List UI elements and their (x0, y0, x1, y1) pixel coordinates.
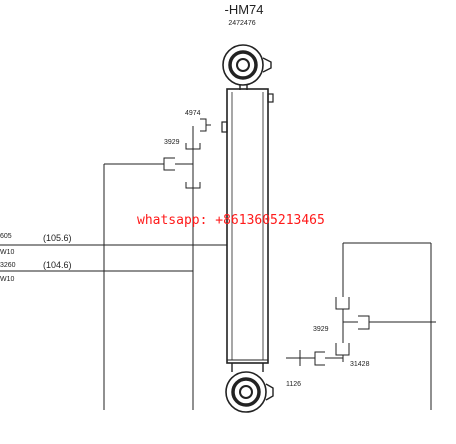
wire1-length: (105.6) (43, 233, 72, 243)
wire-set-left (0, 244, 227, 272)
left-connector-stack (103, 118, 211, 410)
bottom-eye-mount (225, 363, 274, 413)
connector-label-top: 4974 (185, 110, 201, 117)
connector-label-right-lower: 31428 (350, 361, 370, 368)
ground-label: 1126 (286, 381, 301, 388)
right-connector-stack (286, 242, 436, 410)
watermark-text: whatsapp: +8613605213465 (137, 213, 325, 228)
wire1-id: 605 (0, 233, 12, 240)
wire2-gauge: W10 (0, 276, 15, 283)
cylinder-body (221, 88, 274, 364)
connector-label-right-mid: 3929 (313, 326, 329, 333)
wire2-id: 3260 (0, 262, 16, 269)
wire2-length: (104.6) (43, 260, 72, 270)
top-eye-mount (222, 44, 272, 90)
component-title: -HM74 (224, 2, 263, 17)
connector-label-mid: 3929 (164, 139, 180, 146)
component-part-number: 2472476 (228, 20, 255, 27)
wire1-gauge: W10 (0, 249, 15, 256)
